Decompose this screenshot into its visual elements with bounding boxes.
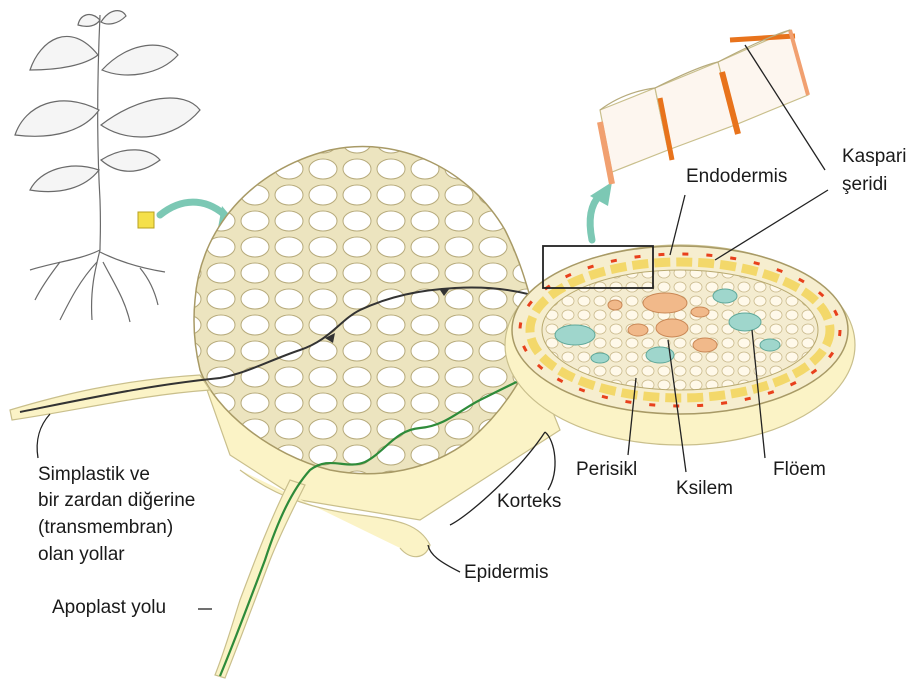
plant-root [100, 252, 165, 272]
plant-leaf [101, 11, 126, 24]
leader-simplastik [37, 414, 50, 458]
label-kaspari-line2: şeridi [842, 174, 887, 195]
leader-korteks-brace [545, 432, 555, 490]
label-perisikl: Perisikl [576, 459, 637, 480]
label-ksilem: Ksilem [676, 478, 733, 499]
label-simplastik-line4: olan yollar [38, 544, 125, 565]
xylem-vessel [628, 324, 648, 336]
label-kaspari-line1: Kaspari [842, 146, 906, 167]
phloem-cluster [591, 353, 609, 363]
plant-stem [98, 15, 101, 250]
root-hair-lower [215, 480, 305, 678]
label-korteks: Korteks [497, 491, 561, 512]
label-apoplast: Apoplast yolu [52, 597, 166, 618]
label-epidermis: Epidermis [464, 562, 548, 583]
plant-leaf [101, 150, 160, 171]
label-simplastik-line3: (transmembran) [38, 517, 173, 538]
xylem-vessel [643, 293, 687, 313]
plant-illustration [15, 11, 200, 322]
endodermis-zoom-arrow-icon [590, 195, 600, 240]
label-floem: Flöem [773, 459, 826, 480]
root-sample-highlight [138, 212, 154, 228]
phloem-cluster [713, 289, 737, 303]
plant-leaf [30, 36, 98, 70]
plant-root [30, 250, 100, 270]
xylem-vessel [656, 319, 688, 337]
plant-leaf [15, 101, 99, 136]
phloem-cluster [729, 313, 761, 331]
plant-leaf [101, 98, 200, 137]
endodermis-cells-3d [600, 30, 808, 184]
zoom-arrow-icon [160, 202, 228, 218]
plant-leaf [102, 45, 178, 75]
label-simplastik-line2: bir zardan diğerine [38, 490, 195, 511]
label-endodermis: Endodermis [686, 166, 787, 187]
plant-root [140, 268, 158, 305]
plant-leaf [78, 15, 100, 27]
phloem-cluster [555, 325, 595, 345]
plant-root [103, 262, 130, 322]
plant-root [92, 250, 100, 320]
leader-kaspari-2 [715, 190, 828, 260]
plant-leaf [30, 166, 99, 191]
label-simplastik-line1: Simplastik ve [38, 464, 150, 485]
xylem-vessel [608, 300, 622, 310]
vascular-cylinder [505, 245, 855, 445]
root-hair [10, 375, 210, 420]
leader-epidermis [428, 545, 460, 572]
xylem-vessel [691, 307, 709, 317]
phloem-cluster [760, 339, 780, 351]
xylem-vessel [693, 338, 717, 352]
